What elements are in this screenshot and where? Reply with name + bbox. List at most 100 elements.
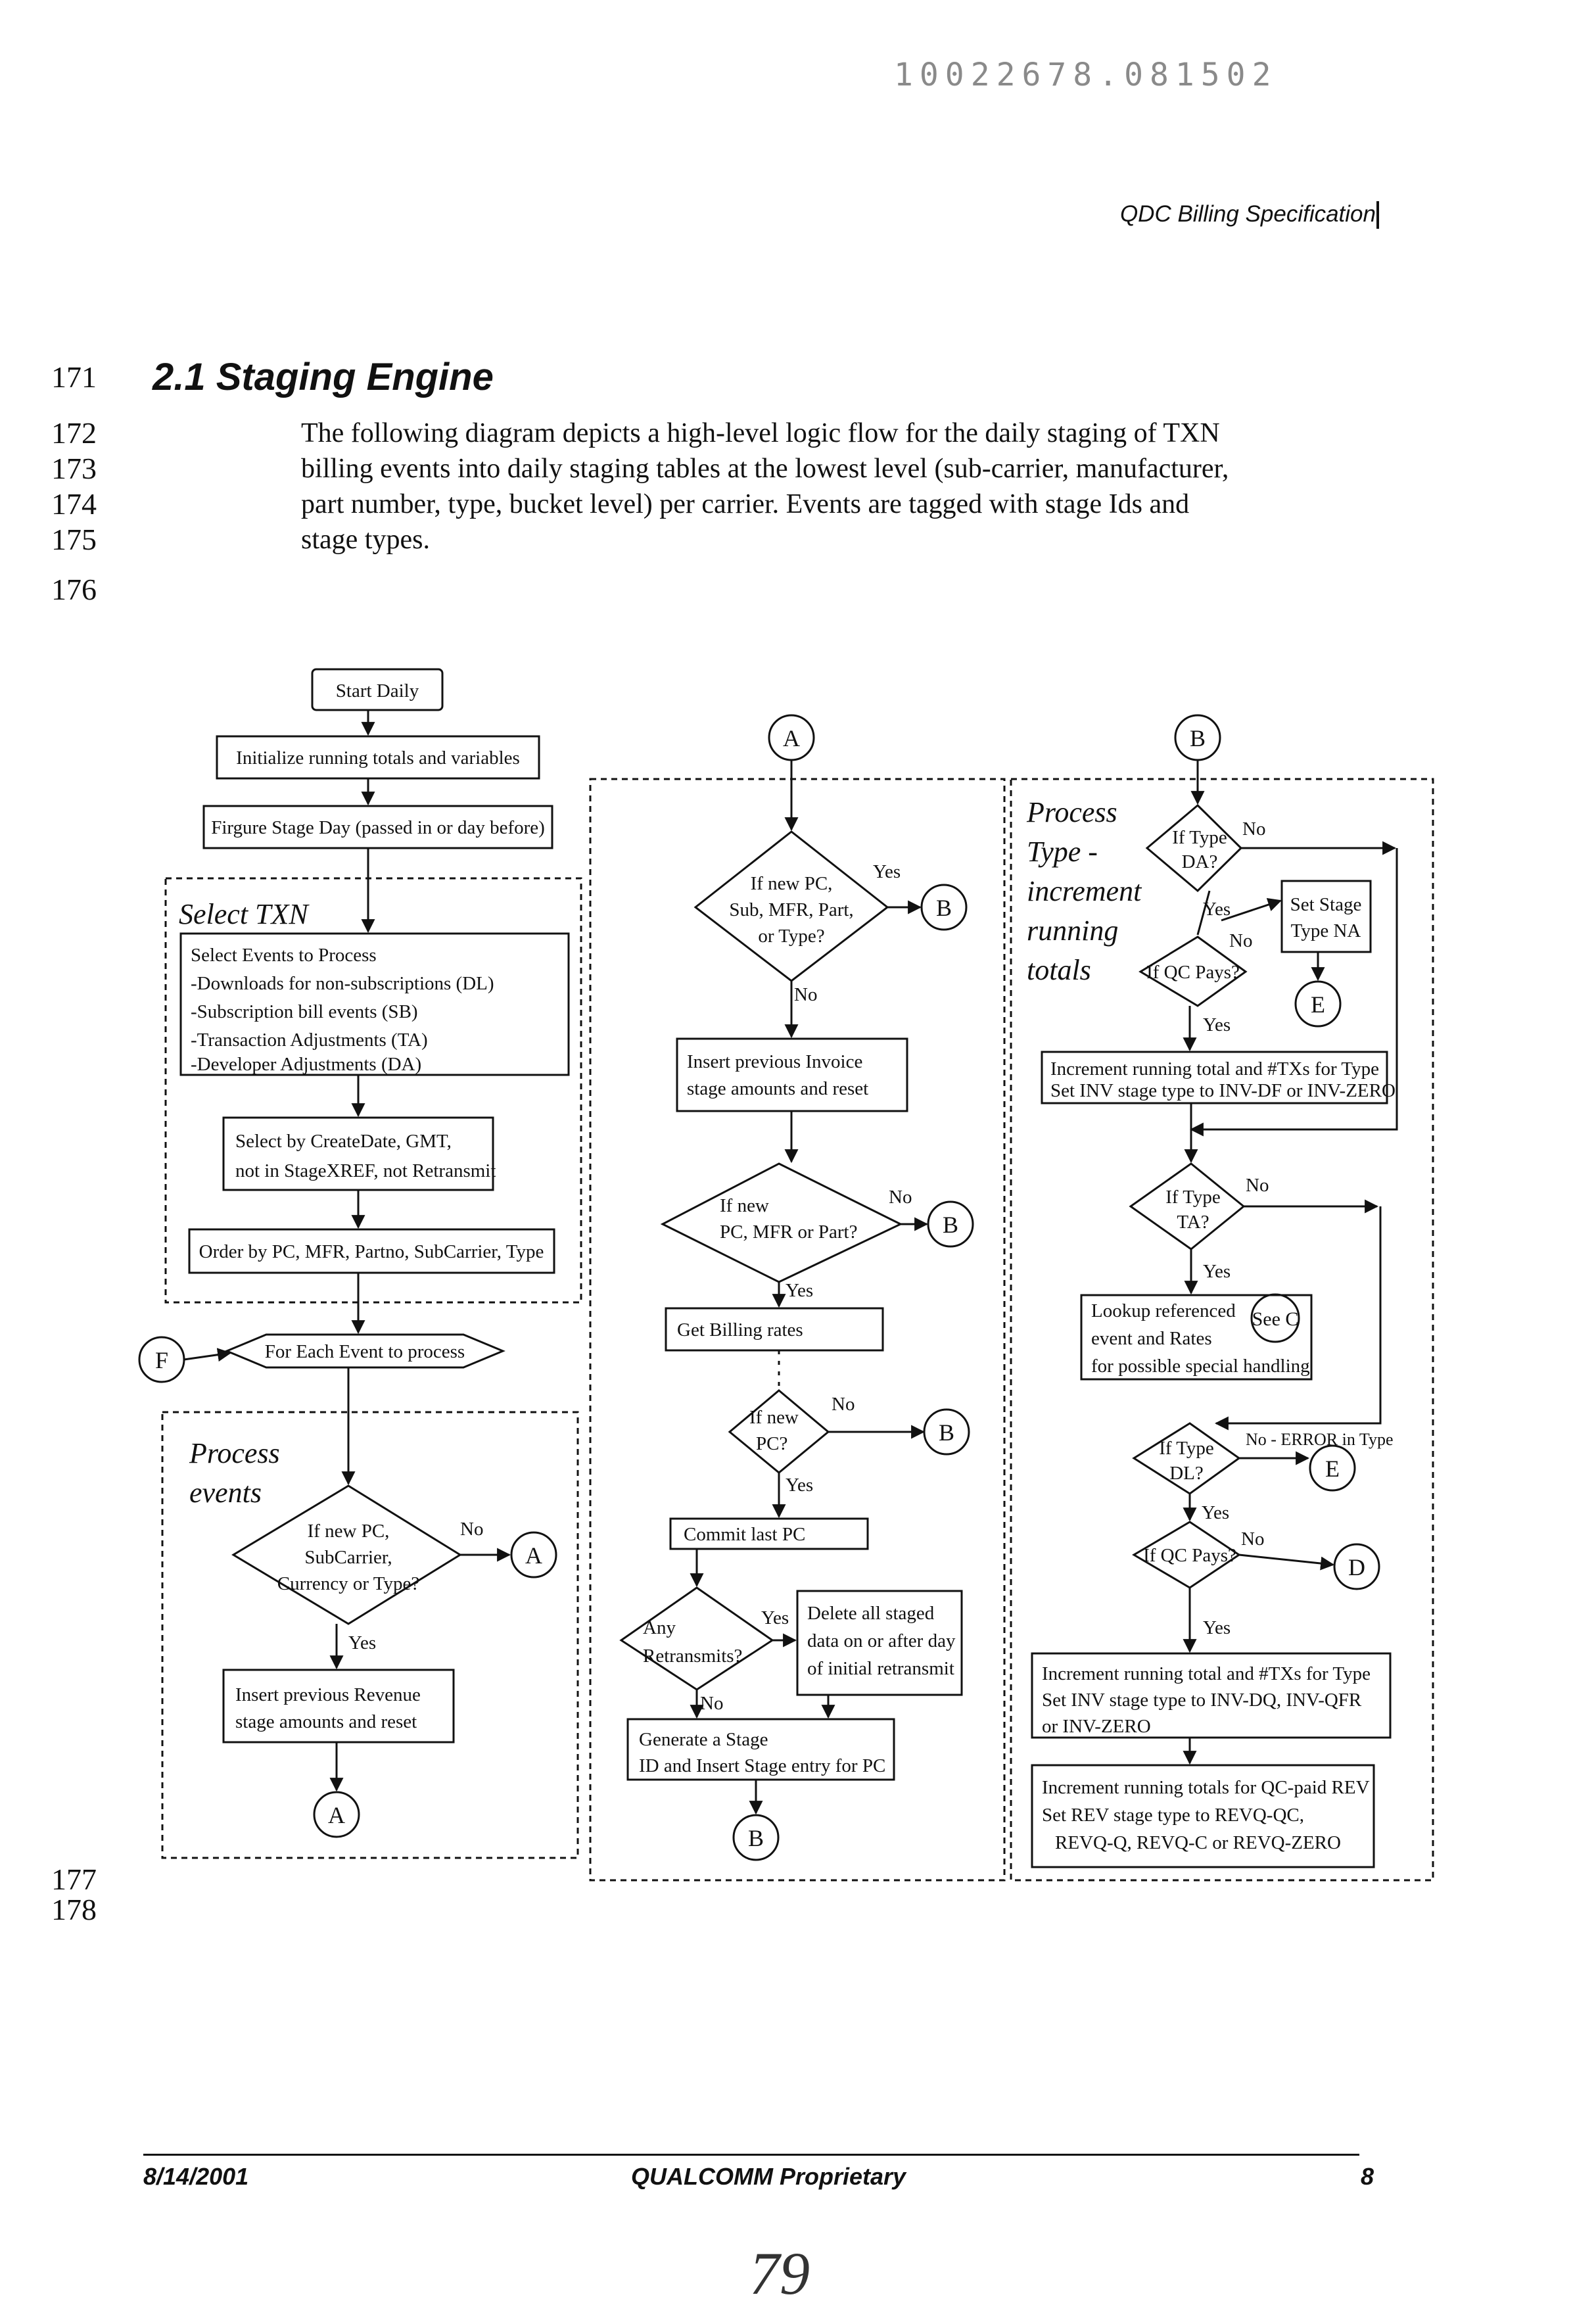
delete-staged-label: Delete all staged bbox=[807, 1603, 935, 1624]
no-label: No bbox=[1242, 818, 1265, 840]
region-label: Type - bbox=[1027, 836, 1098, 868]
select-by-label: Select by CreateDate, GMT, bbox=[235, 1131, 452, 1152]
lookup-label: for possible special handling bbox=[1091, 1356, 1310, 1377]
decision-any-retransmits bbox=[621, 1588, 772, 1690]
connector-letter: B bbox=[748, 1825, 764, 1851]
insert-revenue-label: stage amounts and reset bbox=[235, 1711, 417, 1732]
set-stage-na-label: Set Stage bbox=[1290, 894, 1362, 915]
insert-invoice-label: Insert previous Invoice bbox=[687, 1051, 862, 1072]
increment-label: Set INV stage type to INV-DF or INV-ZERO bbox=[1050, 1080, 1396, 1101]
connector-letter: F bbox=[155, 1347, 168, 1373]
connector-letter: E bbox=[1325, 1456, 1340, 1482]
insert-invoice-label: stage amounts and reset bbox=[687, 1078, 868, 1099]
yes-label: Yes bbox=[786, 1475, 813, 1496]
decision-label: If QC Pays? bbox=[1143, 1545, 1236, 1566]
lookup-label: event and Rates bbox=[1091, 1328, 1212, 1349]
no-label: No bbox=[1241, 1529, 1264, 1550]
no-label: No bbox=[1246, 1175, 1269, 1196]
yes-label: Yes bbox=[1203, 1617, 1231, 1638]
select-events-label: Select Events to Process bbox=[191, 945, 377, 966]
insert-invoice-box bbox=[677, 1039, 907, 1111]
connector-letter: A bbox=[783, 725, 800, 751]
no-label: No bbox=[889, 1187, 912, 1208]
connector-letter: B bbox=[943, 1212, 958, 1238]
yes-label: Yes bbox=[1203, 899, 1231, 920]
yes-label: Yes bbox=[348, 1632, 376, 1653]
yes-label: Yes bbox=[1202, 1502, 1229, 1523]
decision-label: If new PC, bbox=[751, 873, 833, 894]
no-label: No bbox=[700, 1693, 723, 1714]
region-label: totals bbox=[1027, 954, 1091, 986]
increment-label: Set INV stage type to INV-DQ, INV-QFR bbox=[1042, 1690, 1362, 1711]
decision-label: Retransmits? bbox=[643, 1646, 742, 1667]
decision-label: TA? bbox=[1177, 1212, 1209, 1233]
increment-label: or INV-ZERO bbox=[1042, 1716, 1151, 1737]
region-select-txn bbox=[166, 878, 581, 1302]
decision-label: PC? bbox=[756, 1433, 787, 1454]
decision-label: SubCarrier, bbox=[304, 1547, 392, 1568]
generate-stage-label: ID and Insert Stage entry for PC bbox=[639, 1755, 885, 1776]
select-events-label: -Subscription bill events (SB) bbox=[191, 1001, 418, 1022]
delete-staged-label: data on or after day bbox=[807, 1630, 956, 1651]
connector-letter: E bbox=[1311, 991, 1325, 1018]
decision-label: If Type bbox=[1165, 1187, 1221, 1208]
delete-staged-label: of initial retransmit bbox=[807, 1658, 954, 1679]
decision-label: or Type? bbox=[758, 926, 824, 947]
generate-stage-label: Generate a Stage bbox=[639, 1729, 768, 1750]
decision-new-pc bbox=[730, 1390, 828, 1473]
no-label: No bbox=[794, 984, 817, 1005]
no-label: No bbox=[832, 1394, 855, 1415]
increment-label: Increment running total and #TXs for Typ… bbox=[1050, 1058, 1379, 1079]
yes-label: Yes bbox=[1203, 1261, 1231, 1282]
decision-label: Sub, MFR, Part, bbox=[729, 899, 853, 920]
region-label: running bbox=[1027, 914, 1118, 947]
connector-letter: B bbox=[1190, 725, 1206, 751]
decision-label: Currency or Type? bbox=[277, 1573, 419, 1594]
connector-letter: B bbox=[936, 895, 952, 921]
footer-date: 8/14/2001 bbox=[143, 2163, 248, 2191]
footer-rule bbox=[143, 2154, 1359, 2156]
region-label: Process bbox=[1026, 796, 1117, 828]
increment-label: Set REV stage type to REVQ-QC, bbox=[1042, 1805, 1304, 1826]
increment-label: Increment running total and #TXs for Typ… bbox=[1042, 1663, 1371, 1684]
decision-label: If new bbox=[720, 1195, 769, 1216]
decision-type-da bbox=[1147, 805, 1241, 891]
connector-letter: A bbox=[525, 1542, 542, 1569]
region-label: Process bbox=[189, 1437, 280, 1469]
init-label: Initialize running totals and variables bbox=[236, 747, 520, 769]
insert-revenue-label: Insert previous Revenue bbox=[235, 1684, 421, 1705]
footer-center: QUALCOMM Proprietary bbox=[631, 2163, 906, 2191]
decision-label: If QC Pays? bbox=[1146, 962, 1240, 983]
get-billing-label: Get Billing rates bbox=[677, 1319, 803, 1340]
region-label: Select TXN bbox=[179, 898, 310, 930]
select-events-label: -Transaction Adjustments (TA) bbox=[191, 1030, 428, 1051]
yes-label: Yes bbox=[873, 861, 901, 882]
connector-letter: D bbox=[1348, 1554, 1365, 1580]
no-label: No bbox=[1229, 930, 1252, 951]
handwritten-number: 79 bbox=[749, 2239, 810, 2308]
region-label: increment bbox=[1027, 875, 1142, 907]
decision-label: If new bbox=[749, 1407, 799, 1428]
select-events-label: -Developer Adjustments (DA) bbox=[191, 1054, 421, 1075]
order-by-label: Order by PC, MFR, Partno, SubCarrier, Ty… bbox=[199, 1241, 544, 1262]
decision-label: DA? bbox=[1182, 851, 1218, 872]
select-events-label: -Downloads for non-subscriptions (DL) bbox=[191, 973, 494, 994]
error-type-label: No - ERROR in Type bbox=[1246, 1430, 1393, 1449]
decision-label: If Type bbox=[1172, 827, 1227, 848]
start-daily-label: Start Daily bbox=[336, 680, 419, 701]
connector-letter: A bbox=[328, 1802, 345, 1828]
figure-day-label: Firgure Stage Day (passed in or day befo… bbox=[211, 817, 545, 838]
footer-page-number: 8 bbox=[1361, 2163, 1374, 2191]
lookup-label: Lookup referenced bbox=[1091, 1300, 1236, 1321]
for-each-label: For Each Event to process bbox=[265, 1341, 465, 1362]
increment-label: REVQ-Q, REVQ-C or REVQ-ZERO bbox=[1055, 1832, 1341, 1853]
select-by-label: not in StageXREF, not Retransmit bbox=[235, 1160, 496, 1181]
yes-label: Yes bbox=[786, 1280, 813, 1301]
decision-label: DL? bbox=[1169, 1463, 1204, 1484]
no-label: No bbox=[460, 1519, 483, 1540]
decision-label: If new PC, bbox=[308, 1521, 390, 1542]
decision-label: PC, MFR or Part? bbox=[720, 1221, 857, 1243]
decision-label: Any bbox=[643, 1617, 676, 1638]
increment-label: Increment running totals for QC-paid REV bbox=[1042, 1777, 1370, 1798]
